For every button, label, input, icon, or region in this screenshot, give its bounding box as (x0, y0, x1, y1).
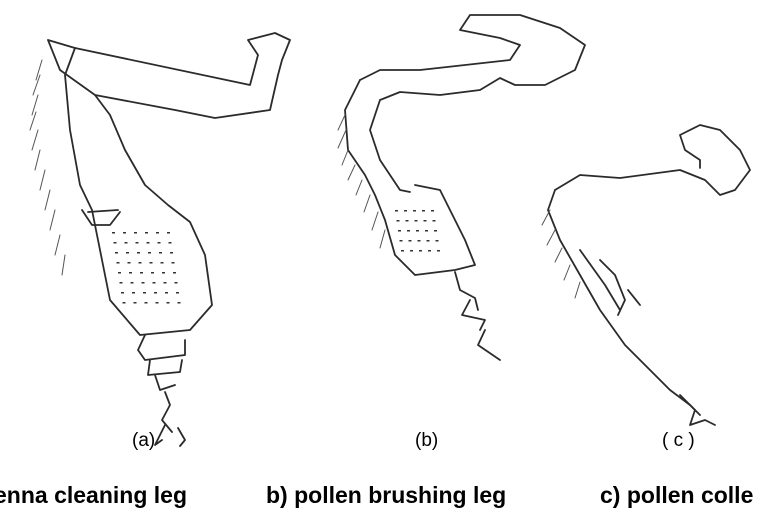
leg-a-pollen-comb-dot (125, 242, 128, 244)
leg-b-pollen-comb-dot (413, 210, 416, 212)
leg-a-pollen-comb-dot (159, 252, 162, 254)
leg-b-pollen-comb-dot (400, 240, 403, 242)
leg-a-pollen-comb-dot (134, 302, 137, 304)
leg-a-pollen-comb-dot (140, 272, 143, 274)
leg-b-pollen-comb-dot (418, 240, 421, 242)
leg-a-pollen-comb-dot (132, 292, 135, 294)
leg-b-pollen-comb-dot (416, 230, 419, 232)
leg-b-pollen-comb-dot (401, 250, 404, 252)
leg-b-pollen-comb-dot (433, 220, 436, 222)
leg-a-pollen-comb-dot (115, 252, 118, 254)
leg-c-drawing (542, 125, 750, 425)
leg-a-pollen-comb-dot (114, 242, 117, 244)
leg-b-pollen-comb-dot (404, 210, 407, 212)
leg-a-pollen-comb-dot (176, 292, 179, 294)
leg-a-pollen-comb-dot (156, 302, 159, 304)
leg-a-pollen-comb-dot (118, 272, 121, 274)
leg-a-pollen-comb-dot (129, 272, 132, 274)
leg-a-pollen-comb-dot (158, 242, 161, 244)
leg-a-pollen-comb-dot (154, 292, 157, 294)
caption-b: b) pollen brushing leg (266, 482, 506, 509)
leg-b-pollen-comb-dot (434, 230, 437, 232)
leg-a-pollen-comb-dot (145, 232, 148, 234)
leg-a-pollen-comb-dot (151, 272, 154, 274)
leg-b-pollen-comb-dot (395, 210, 398, 212)
leg-b-pollen-comb-dot (407, 230, 410, 232)
leg-a-pollen-comb-dot (153, 282, 156, 284)
leg-a-pollen-comb-dot (148, 252, 151, 254)
leg-b-pollen-comb-dot (419, 250, 422, 252)
leg-a-pollen-comb-dot (112, 232, 115, 234)
panel-a-label: (a) (132, 430, 155, 452)
caption-c: c) pollen colle (600, 482, 753, 509)
leg-b-pollen-comb-dot (415, 220, 418, 222)
leg-b-pollen-comb-dot (422, 210, 425, 212)
leg-a-pollen-comb-dot (145, 302, 148, 304)
leg-b-pollen-comb-dot (424, 220, 427, 222)
leg-a-pollen-comb-dot (147, 242, 150, 244)
leg-a-pollen-comb-dot (167, 302, 170, 304)
panel-b-label: (b) (415, 430, 438, 452)
leg-b-pollen-comb-dot (428, 250, 431, 252)
leg-a-pollen-comb-dot (150, 262, 153, 264)
leg-a-pollen-comb-dot (143, 292, 146, 294)
leg-b-pollen-comb-dot (431, 210, 434, 212)
leg-a-pollen-comb-dot (134, 232, 137, 234)
leg-a-pollen-comb-dot (161, 262, 164, 264)
leg-a-pollen-comb-dot (170, 252, 173, 254)
leg-a-pollen-comb-dot (169, 242, 172, 244)
leg-a-drawing (30, 33, 290, 446)
leg-b-pollen-comb-dot (409, 240, 412, 242)
leg-b-pollen-comb-dot (397, 220, 400, 222)
leg-a-pollen-comb-dot (167, 232, 170, 234)
leg-b-pollen-comb-dot (425, 230, 428, 232)
leg-a-pollen-comb-dot (162, 272, 165, 274)
leg-a-pollen-comb-dot (139, 262, 142, 264)
leg-b-pollen-comb-dot (410, 250, 413, 252)
leg-a-pollen-comb-dot (128, 262, 131, 264)
leg-a-pollen-comb-dot (137, 252, 140, 254)
leg-b-pollen-comb-dot (427, 240, 430, 242)
leg-a-pollen-comb-dot (120, 282, 123, 284)
leg-a-pollen-comb-dot (173, 272, 176, 274)
leg-b-pollen-comb-dot (436, 240, 439, 242)
leg-a-pollen-comb-dot (121, 292, 124, 294)
panel-c-label: ( c ) (662, 430, 695, 452)
leg-a-pollen-comb-dot (156, 232, 159, 234)
leg-a-pollen-comb-dot (175, 282, 178, 284)
leg-b-pollen-comb-dot (406, 220, 409, 222)
leg-a-pollen-comb-dot (131, 282, 134, 284)
leg-a-pollen-comb-dot (142, 282, 145, 284)
leg-a-pollen-comb-dot (172, 262, 175, 264)
leg-a-pollen-comb-dot (123, 232, 126, 234)
leg-a-pollen-comb-dot (164, 282, 167, 284)
leg-b-drawing (338, 15, 585, 360)
leg-b-pollen-comb-dot (437, 250, 440, 252)
leg-a-pollen-comb-dot (165, 292, 168, 294)
leg-a-pollen-comb-dot (123, 302, 126, 304)
leg-a-pollen-comb-dot (126, 252, 129, 254)
leg-a-pollen-comb-dot (136, 242, 139, 244)
leg-a-pollen-comb-dot (117, 262, 120, 264)
leg-b-pollen-comb-dot (398, 230, 401, 232)
leg-a-pollen-comb-dot (178, 302, 181, 304)
caption-a: enna cleaning leg (0, 482, 187, 509)
